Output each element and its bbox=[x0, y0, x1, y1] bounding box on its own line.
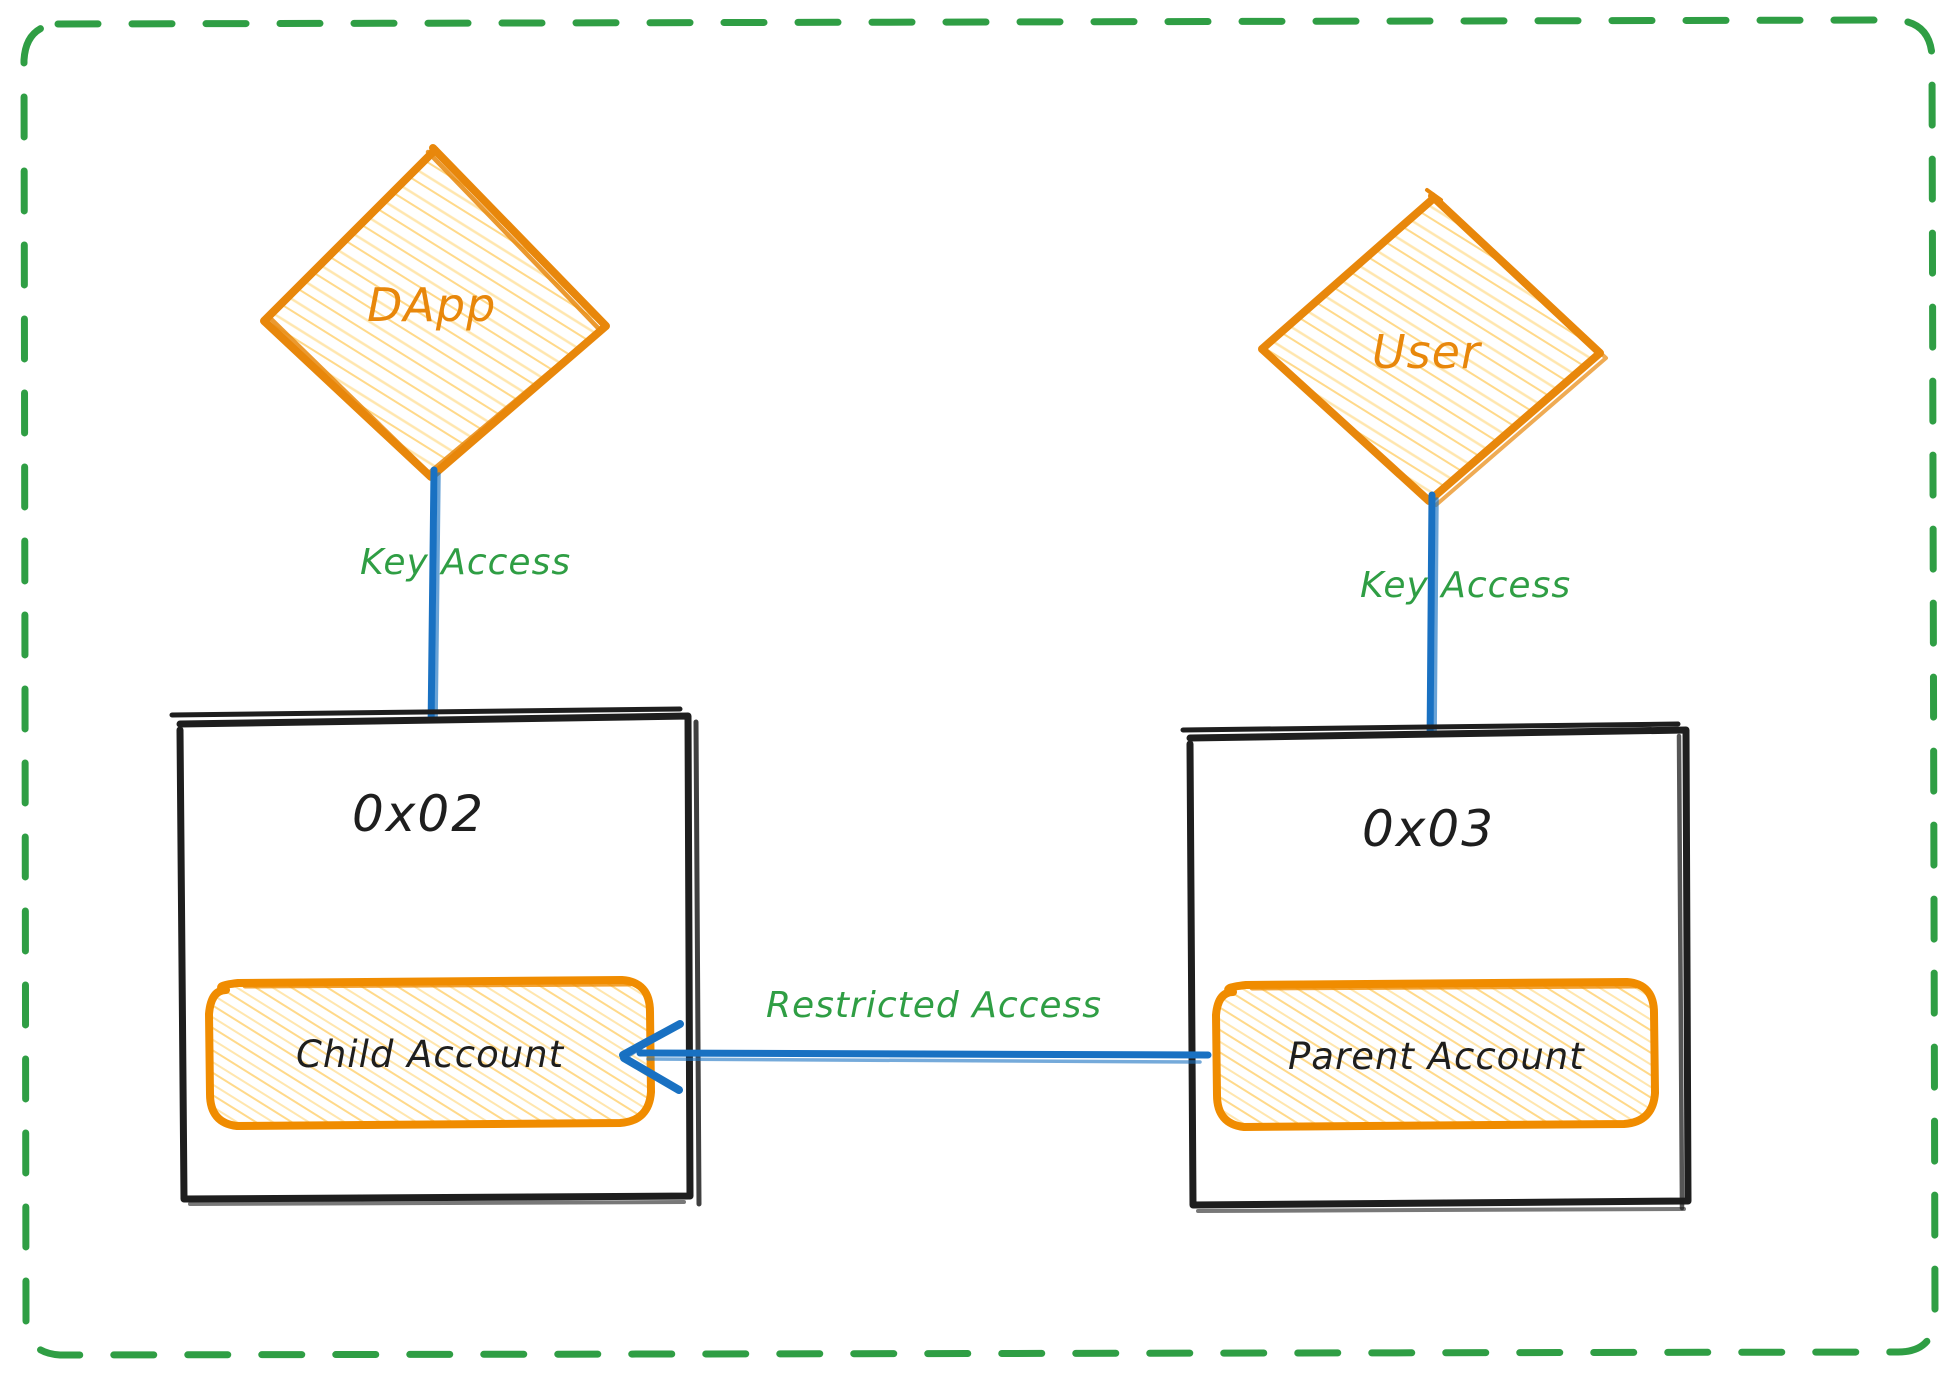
edge-dapp-key-access[interactable] bbox=[427, 466, 441, 735]
edge-restricted-access[interactable] bbox=[619, 1020, 1212, 1094]
node-child-account[interactable] bbox=[205, 976, 655, 1130]
node-account-0x03[interactable] bbox=[1180, 721, 1692, 1213]
node-dapp[interactable] bbox=[260, 144, 610, 481]
edge-user-key-access[interactable] bbox=[1426, 491, 1439, 752]
node-user[interactable] bbox=[1258, 188, 1608, 507]
dashed-boundary bbox=[20, 16, 1939, 1359]
node-parent-account[interactable] bbox=[1212, 978, 1659, 1131]
